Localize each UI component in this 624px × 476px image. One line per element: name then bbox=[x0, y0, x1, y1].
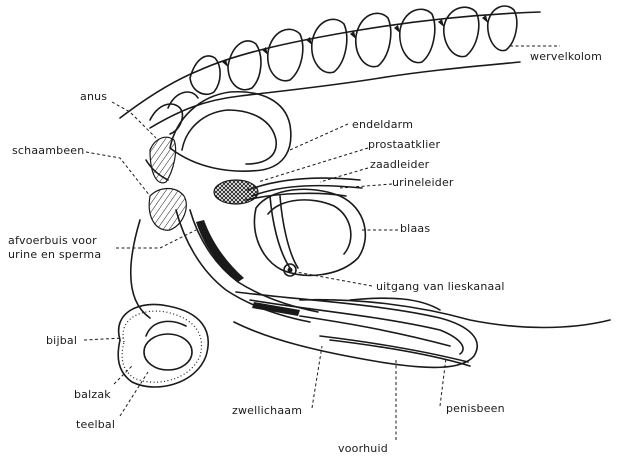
penis bbox=[233, 291, 478, 369]
label-balzak: balzak bbox=[74, 388, 111, 401]
label-voorhuid: voorhuid bbox=[338, 442, 388, 455]
label-schaambeen: schaambeen bbox=[12, 144, 85, 157]
label-prostaatklier: prostaatklier bbox=[368, 138, 441, 151]
label-zwellichaam: zwellichaam bbox=[232, 404, 303, 417]
label-uitgang-lieskanaal: uitgang van lieskanaal bbox=[376, 280, 505, 293]
label-penisbeen: penisbeen bbox=[446, 402, 505, 415]
rectum bbox=[169, 90, 292, 172]
label-wervelkolom: wervelkolom bbox=[530, 50, 603, 63]
scrotum bbox=[117, 303, 209, 388]
label-zaadleider: zaadleider bbox=[370, 158, 430, 171]
anus-region bbox=[145, 136, 177, 184]
pubic-bone bbox=[148, 187, 187, 231]
label-urineleider: urineleider bbox=[392, 176, 454, 189]
label-bijbal: bijbal bbox=[46, 334, 78, 347]
label-blaas: blaas bbox=[400, 222, 431, 235]
label-teelbal: teelbal bbox=[76, 418, 116, 431]
bladder bbox=[253, 188, 367, 277]
inguinal-canal-exit bbox=[283, 263, 297, 277]
ducts bbox=[245, 177, 363, 269]
label-afvoerbuis-line2: urine en sperma bbox=[8, 248, 102, 261]
label-anus: anus bbox=[80, 90, 108, 103]
body-outline bbox=[129, 219, 611, 329]
leader-lines bbox=[83, 101, 447, 440]
label-endeldarm: endeldarm bbox=[352, 118, 414, 131]
label-afvoerbuis-line1: afvoerbuis voor bbox=[8, 234, 97, 247]
testis bbox=[143, 333, 193, 371]
prostate-gland bbox=[213, 179, 259, 205]
